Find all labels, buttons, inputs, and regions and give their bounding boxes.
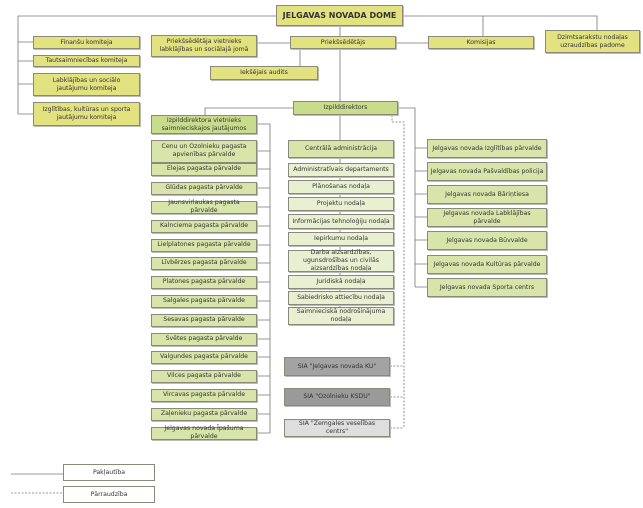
legend-solid: Pakļautība <box>63 464 155 481</box>
institution-box: Jelgavas novada Pašvaldības policija <box>427 162 547 181</box>
institution-box: Jelgavas novada Būvvalde <box>427 231 547 250</box>
department-box: Sabiedrisko attiecību nodaļa <box>288 291 394 305</box>
committee-economy: Tautsaimniecības komiteja <box>33 55 140 67</box>
institution-box: Jelgavas novada Kultūras pārvalde <box>427 255 547 274</box>
parish-box: Platones pagasta pārvalde <box>151 275 257 289</box>
department-box: Plānošanas nodaļa <box>288 180 394 194</box>
committee-education: Izglītības, kultūras un sporta jautājumu… <box>33 102 140 126</box>
parish-box: Valgundes pagasta pārvalde <box>151 350 257 364</box>
institution-box: Jelgavas novada Bāriņtiesa <box>427 185 547 204</box>
institution-box: Jelgavas novada Izglītības pārvalde <box>427 139 547 158</box>
registry-board-box: Dzimtsarakstu nodaļas uzraudzības padome <box>545 30 640 53</box>
parish-box: Lielplatones pagasta pārvalde <box>151 238 257 252</box>
parish-box: Vircavas pagasta pārvalde <box>151 388 257 402</box>
parish-box: Elejas pagasta pārvalde <box>151 162 257 176</box>
deputy-director-box: Izpilddirektora vietnieks saimnieciskajo… <box>151 115 257 134</box>
audit-box: Iekšējais audits <box>210 66 318 80</box>
council-box: JELGAVAS NOVADA DOME <box>276 5 403 26</box>
parish-box: Līvbērzes pagasta pārvalde <box>151 256 257 270</box>
parish-box: Cenu un Ozolnieku pagasta apvienības pār… <box>151 139 257 163</box>
parish-box: Vilces pagasta pārvalde <box>151 369 257 383</box>
parish-box: Kalnciema pagasta pārvalde <box>151 219 257 233</box>
parish-box: Glūdas pagasta pārvalde <box>151 181 257 195</box>
parish-box: Zaļenieku pagasta pārvalde <box>151 407 257 421</box>
department-box: Informācijas tehnoloģiju nodaļa <box>288 214 394 229</box>
institution-box: Jelgavas novada Sporta centrs <box>427 278 547 297</box>
institution-box: Jelgavas novada Labklājības pārvalde <box>427 208 547 227</box>
company-box: SIA "Jelgavas novada KU" <box>284 357 390 376</box>
parish-box: Jaunsvirlaukas pagasta pārvalde <box>151 199 257 214</box>
parish-box: Salgales pagasta pārvalde <box>151 294 257 308</box>
legend-dashed: Pārraudzība <box>63 486 155 503</box>
department-box: Iepirkumu nodaļa <box>288 232 394 246</box>
committee-welfare: Labklājības un sociālo jautājumu komitej… <box>33 73 140 96</box>
department-box: Darba aizsardzības, ugunsdrošības un civ… <box>288 249 394 272</box>
department-box: Administratīvais departaments <box>288 163 394 177</box>
company-box: SIA "Ozolnieku KSDU" <box>284 388 390 406</box>
department-box: Projektu nodaļa <box>288 197 394 211</box>
commissions-box: Komisijas <box>428 36 534 49</box>
parish-box: Jelgavas novada Īpašuma pārvalde <box>151 425 257 440</box>
deputy-chair-box: Priekšsēdētāja vietnieks labklājības un … <box>151 35 257 57</box>
company-box: SIA "Zemgales veselības centrs" <box>284 419 390 437</box>
department-box: Juridiskā nodaļa <box>288 275 394 289</box>
department-box: Saimnieciskā nodrošinājuma nodaļa <box>288 307 394 325</box>
director-box: Izpilddirektors <box>293 101 398 115</box>
chair-box: Priekšsēdētājs <box>290 36 396 49</box>
parish-box: Sesavas pagasta pārvalde <box>151 313 257 327</box>
central-admin-box: Centrālā administrācija <box>288 140 394 158</box>
parish-box: Svētes pagasta pārvalde <box>151 332 257 346</box>
committee-finance: Finanšu komiteja <box>33 36 140 49</box>
